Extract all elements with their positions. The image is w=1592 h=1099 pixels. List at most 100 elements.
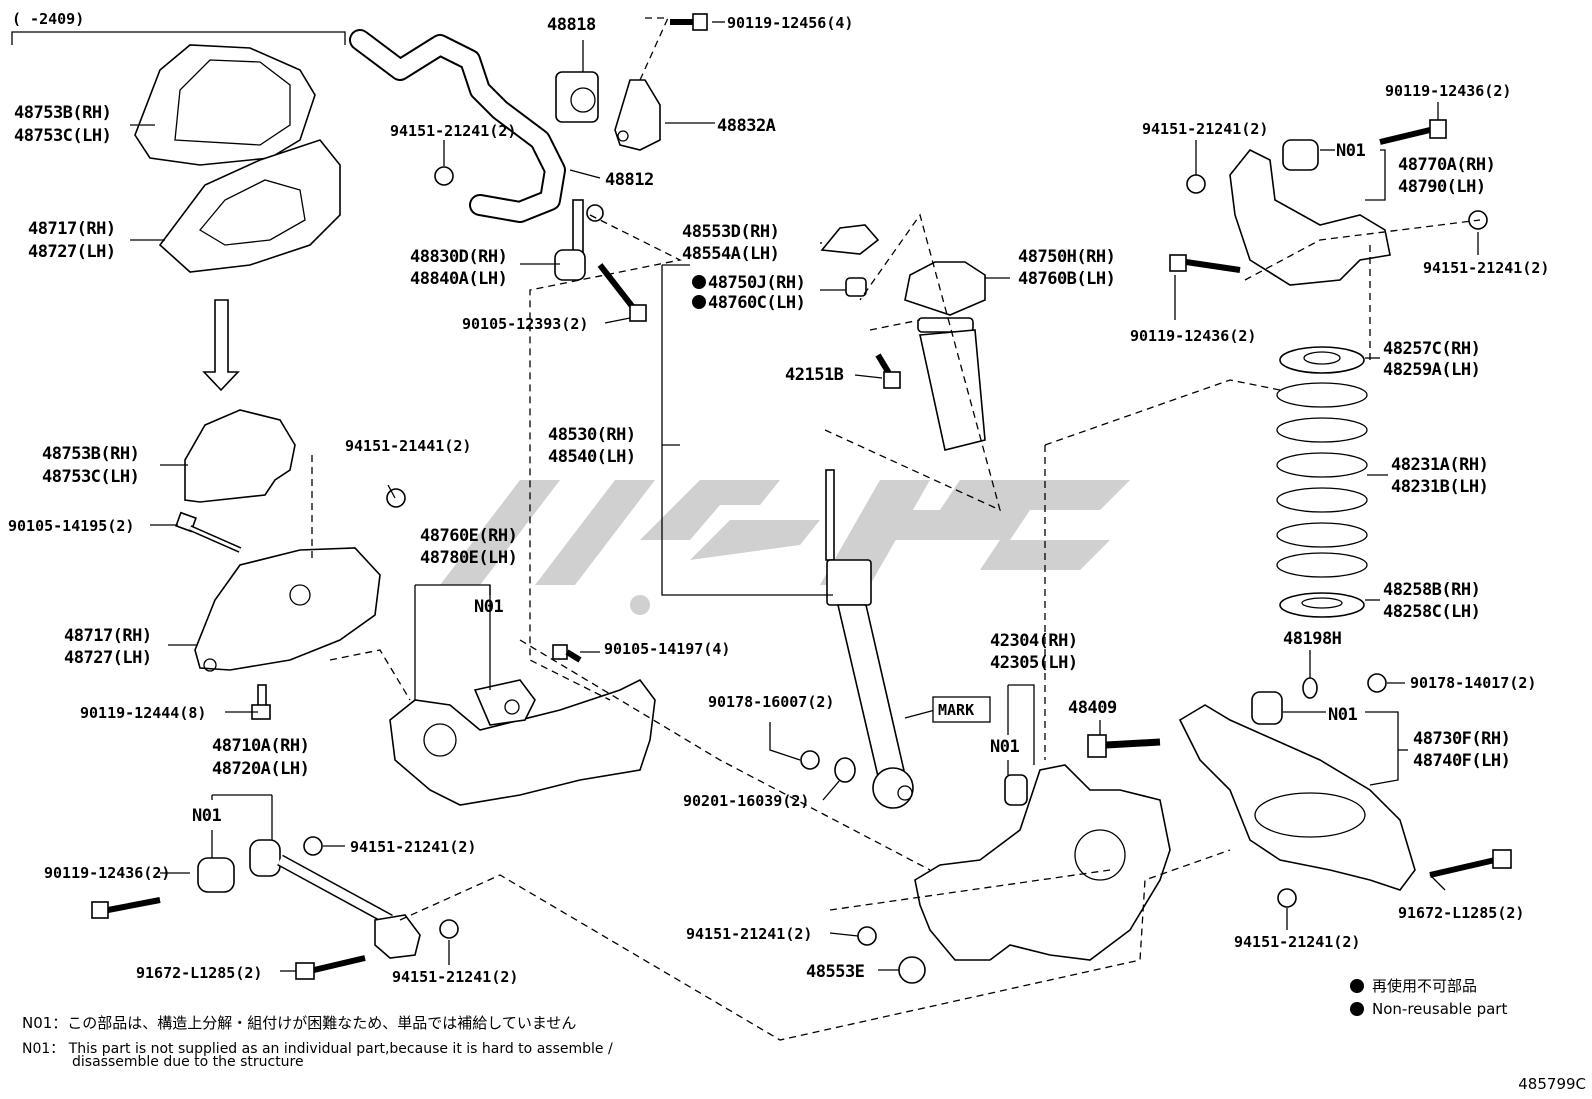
label-91672-right[interactable]: 91672-L1285(2) [1398,904,1524,922]
label-48259a[interactable]: 48259A(LH) [1383,360,1481,380]
alignment-lines [311,17,1481,1041]
bolt-90119-12436-left-icon [91,897,161,919]
label-48812[interactable]: 48812 [605,170,654,190]
label-48727-mid[interactable]: 48727(LH) [64,648,152,668]
label-n01-mid[interactable]: N01 [474,597,504,617]
label-48231a[interactable]: 48231A(RH) [1391,455,1489,475]
nut-48553e-icon [898,956,926,984]
label-94151-left[interactable]: 94151-21241(2) [350,838,476,856]
label-48198h[interactable]: 48198H [1283,629,1342,649]
non-reusable-dot-icon [1350,1002,1364,1016]
diagram-code: 485799C [1518,1075,1586,1093]
label-91672-left[interactable]: 91672-L1285(2) [136,964,262,982]
label-48231b[interactable]: 48231B(LH) [1391,477,1489,497]
label-n01-left[interactable]: N01 [192,806,222,826]
shock-absorber-48530 [825,469,914,809]
label-48257c[interactable]: 48257C(RH) [1383,339,1481,359]
label-42305[interactable]: 42305(LH) [990,653,1078,673]
label-48554a[interactable]: 48554A(LH) [682,244,780,264]
legend-en: Non-reusable part [1350,1000,1507,1018]
nut-94151-21441-icon [386,488,406,508]
label-48753b-top[interactable]: 48753B(RH) [14,103,112,123]
nut-94151-top-icon [434,166,454,186]
label-48730f[interactable]: 48730F(RH) [1413,729,1511,749]
upper-cover-mid [184,409,296,503]
label-90201-16039[interactable]: 90201-16039(2) [683,792,809,810]
label-90105-14195[interactable]: 90105-14195(2) [8,517,134,535]
label-48760e[interactable]: 48760E(RH) [420,526,518,546]
label-90119-12436-tr2[interactable]: 90119-12436(2) [1130,327,1256,345]
label-48750h[interactable]: 48750H(RH) [1018,247,1116,267]
toe-arm-48710a [197,839,421,959]
label-48530[interactable]: 48530(RH) [548,425,636,445]
cap-48553d-icon [820,224,880,255]
bolt-48409-icon [1087,734,1161,758]
range-bracket: ( -2409) [11,10,346,45]
bolt-91672-left-icon [295,955,366,980]
label-48760c[interactable]: 48760C(LH) [708,293,806,313]
label-48832a[interactable]: 48832A [717,116,776,136]
label-94151-tr2[interactable]: 94151-21241(2) [1423,259,1549,277]
label-48818[interactable]: 48818 [547,15,596,35]
label-90105-14197[interactable]: 90105-14197(4) [604,640,730,658]
label-48540[interactable]: 48540(LH) [548,447,636,467]
label-48740f[interactable]: 48740F(LH) [1413,751,1511,771]
legend-en-text: Non-reusable part [1372,1000,1508,1018]
bolt-90105-14195-icon [175,511,242,553]
label-94151-tr[interactable]: 94151-21241(2) [1142,120,1268,138]
arrow-down-icon [202,299,240,392]
non-reusable-dot-icon [1350,978,1364,993]
spring-seat-upper [1279,346,1365,374]
non-reusable-markers [692,275,706,309]
label-48830d[interactable]: 48830D(RH) [410,247,508,267]
label-48553d[interactable]: 48553D(RH) [682,222,780,242]
label-n01-tr[interactable]: N01 [1336,141,1366,161]
label-94151-center-bot[interactable]: 94151-21241(2) [686,925,812,943]
nut-94151-left-bot-icon [439,919,459,939]
stabilizer-bar [349,29,566,223]
note-en-line2: disassemble due to the structure [72,1054,304,1070]
label-90178-14017[interactable]: 90178-14017(2) [1410,674,1536,692]
label-90119-12436-left[interactable]: 90119-12436(2) [44,864,170,882]
label-90178-16007[interactable]: 90178-16007(2) [708,693,834,711]
label-48753c-top[interactable]: 48753C(LH) [14,126,112,146]
label-48717-top[interactable]: 48717(RH) [28,219,116,239]
mark-box: MARK [932,696,991,723]
label-48780e[interactable]: 48780E(LH) [420,548,518,568]
label-n01-br[interactable]: N01 [1328,705,1358,725]
label-94151-right-bot[interactable]: 94151-21241(2) [1234,933,1360,951]
label-90119-12444[interactable]: 90119-12444(8) [80,704,206,722]
label-48770a[interactable]: 48770A(RH) [1398,155,1496,175]
label-48727-top[interactable]: 48727(LH) [28,242,116,262]
label-94151-21441[interactable]: 94151-21441(2) [345,437,471,455]
label-48753b-mid[interactable]: 48753B(RH) [42,444,140,464]
label-48553e[interactable]: 48553E [806,962,865,982]
label-48717-mid[interactable]: 48717(RH) [64,626,152,646]
label-48753c-mid[interactable]: 48753C(LH) [42,467,140,487]
label-90119-12436-tr[interactable]: 90119-12436(2) [1385,82,1511,100]
label-48720a[interactable]: 48720A(LH) [212,759,310,779]
mount-bracket-top [158,139,341,273]
label-42151b[interactable]: 42151B [785,365,844,385]
label-48710a[interactable]: 48710A(RH) [212,736,310,756]
label-48760b[interactable]: 48760B(LH) [1018,269,1116,289]
label-48409[interactable]: 48409 [1068,698,1117,718]
leader-lines [130,21,1479,972]
label-94151-top[interactable]: 94151-21241(2) [390,122,516,140]
bolt-90105-12393-icon [597,263,647,322]
label-90105-12393[interactable]: 90105-12393(2) [462,315,588,333]
label-42304[interactable]: 42304(RH) [990,631,1078,651]
note-en-line1: N01： This part is not supplied as an ind… [22,1041,613,1057]
bolt-42151b-icon [875,353,901,389]
lower-arm-48730f [1178,691,1416,891]
label-90119-12456[interactable]: 90119-12456(4) [727,14,853,32]
label-48258b[interactable]: 48258B(RH) [1383,580,1481,600]
label-48790[interactable]: 48790(LH) [1398,177,1486,197]
label-48750j[interactable]: 48750J(RH) [708,273,806,293]
upper-support-48750h [904,261,986,451]
nut-94151-center-bot-icon [857,926,877,946]
label-94151-left-bot[interactable]: 94151-21241(2) [392,968,518,986]
label-n01-knuckle[interactable]: N01 [990,737,1020,757]
label-48840a[interactable]: 48840A(LH) [410,269,508,289]
label-48258c[interactable]: 48258C(LH) [1383,602,1481,622]
